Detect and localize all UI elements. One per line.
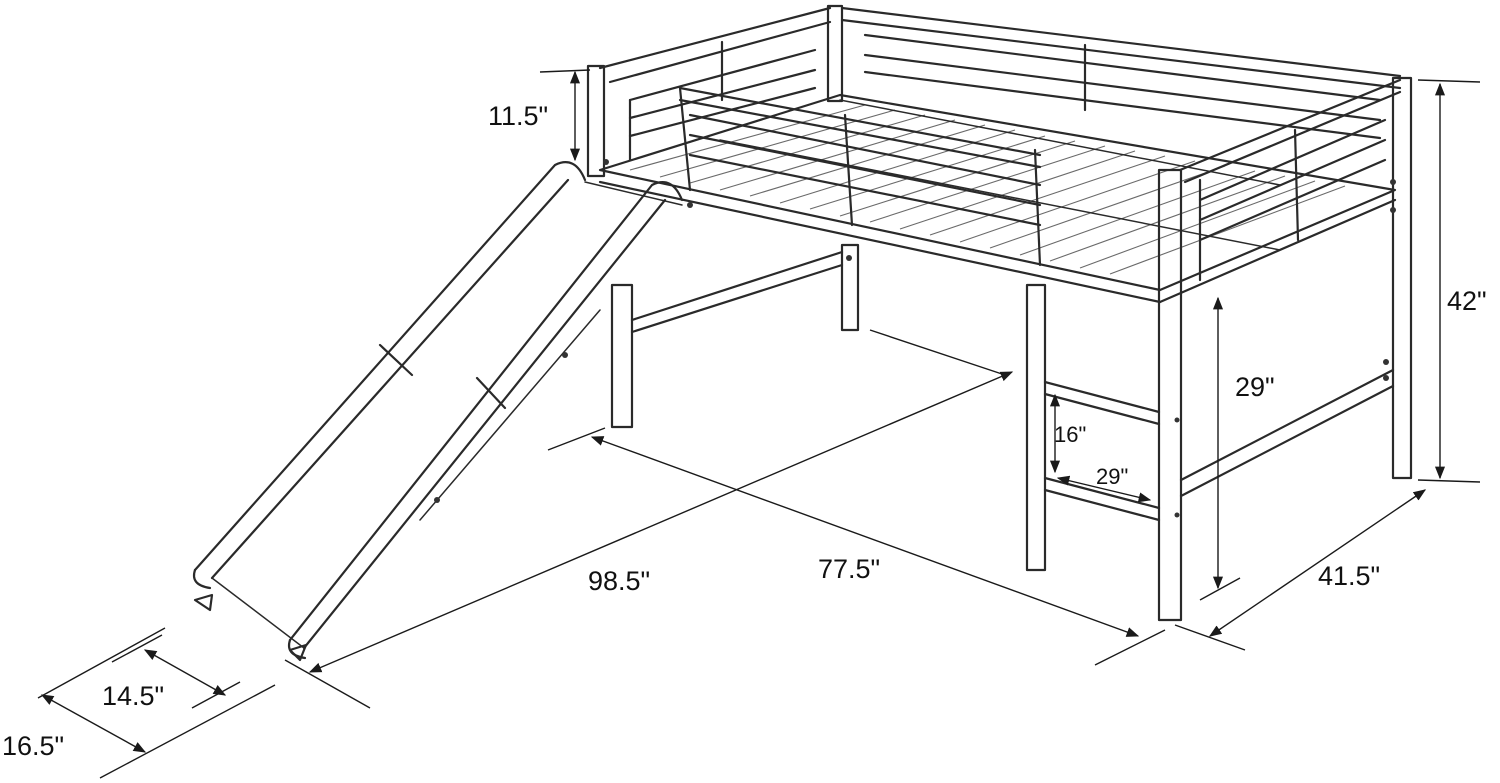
label-bed-width: 41.5" <box>1318 561 1380 591</box>
back-guardrail <box>840 6 1402 140</box>
label-clearance-height: 29" <box>1235 372 1275 402</box>
label-ladder-height: 16" <box>1054 422 1086 447</box>
label-total-height: 42" <box>1447 286 1487 316</box>
label-ladder-width: 29" <box>1096 464 1128 489</box>
right-guardrail <box>1178 78 1402 282</box>
label-slide-inner-width: 14.5" <box>102 681 164 711</box>
bed-frame <box>586 4 1413 622</box>
dimension-lines <box>37 69 1481 779</box>
front-guardrail <box>678 86 1042 267</box>
ladder <box>1025 283 1161 572</box>
label-slide-outer-width: 16.5" <box>2 731 64 761</box>
left-guardrail <box>598 6 832 162</box>
label-bed-length: 77.5" <box>818 554 880 584</box>
bed-deck <box>598 93 1397 292</box>
label-guard-height: 11.5" <box>488 101 548 131</box>
post-back-left <box>586 64 606 178</box>
label-total-length: 98.5" <box>588 566 650 596</box>
deck-slats <box>629 104 1346 275</box>
post-front-right <box>1157 168 1183 622</box>
leg-back-left <box>840 243 860 332</box>
leg-front-left <box>610 283 634 429</box>
post-back-center <box>826 4 844 103</box>
post-back-right <box>1391 76 1413 480</box>
